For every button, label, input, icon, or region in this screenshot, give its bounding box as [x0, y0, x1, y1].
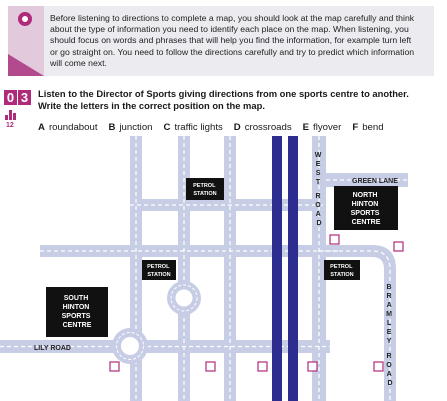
railway-track-1	[272, 136, 282, 401]
north-hinton-label: NORTH	[353, 192, 378, 199]
track-number: 12	[6, 122, 14, 129]
south-hinton-sports-centre	[46, 287, 108, 337]
west-road-letter: W	[315, 152, 322, 159]
bramley-road-letter: Y	[387, 338, 392, 345]
tip-box: Before listening to directions to comple…	[8, 6, 434, 76]
west-road-letter: T	[316, 179, 321, 186]
north-hinton-sports-centre	[334, 186, 398, 230]
petrol-station-3	[324, 260, 360, 280]
railway-track-2	[288, 136, 298, 401]
svg-text:PETROL STATION: PETROL STATION	[147, 264, 171, 278]
answer-box-4[interactable]	[205, 361, 216, 372]
map: PETROL STATION PETROL STATION PETROL STA…	[0, 136, 408, 401]
instruction-line: Write the letters in the correct positio…	[38, 99, 265, 111]
bramley-road-letter: O	[386, 362, 392, 369]
svg-text:PETROL STATION: PETROL STATION	[330, 264, 354, 278]
answer-box-7[interactable]	[373, 361, 384, 372]
green-lane-label: GREEN LANE	[352, 178, 398, 185]
bramley-road-letter: A	[387, 371, 392, 378]
bramley-road-bend	[318, 245, 396, 401]
audio-track-icon[interactable]	[5, 110, 17, 120]
petrol-station-2	[142, 260, 176, 280]
south-hinton-label: SPORTS	[62, 313, 91, 320]
north-hinton-label: HINTON	[352, 201, 379, 208]
answer-box-3[interactable]	[109, 361, 120, 372]
svg-text:B R A M: B R A M L E Y R O A D	[386, 284, 394, 387]
petrol-station-1	[186, 178, 224, 200]
south-hinton-label: CENTRE	[63, 322, 92, 329]
tip-line: will come next.	[50, 57, 107, 68]
roundabout-2	[112, 328, 148, 364]
instructions: Listen to the Director of Sports giving …	[38, 88, 438, 111]
west-road-letter: E	[316, 161, 321, 168]
answer-box-2[interactable]	[393, 241, 404, 252]
west-road-letter: S	[316, 170, 321, 177]
tip-line: should focus on words and phrases that w…	[50, 35, 412, 46]
road-labels: GREEN LANE LILY ROAD W E S T R O A D B R…	[34, 152, 398, 387]
north-hinton-label: SPORTS	[351, 210, 380, 217]
petrol-station-1-label: STATION	[193, 191, 216, 197]
petrol-station-2-label: STATION	[147, 272, 170, 278]
tip-line: Before listening to directions to comple…	[50, 13, 415, 23]
svg-text:NORTH HINTON SPORT: NORTH HINTON SPORTS CENTRE	[351, 192, 382, 226]
south-hinton-label: SOUTH	[64, 295, 89, 302]
lily-road-label: LILY ROAD	[34, 345, 71, 352]
answer-boxes[interactable]	[109, 234, 404, 372]
west-road-letter: O	[315, 202, 321, 209]
tip-text: Before listening to directions to comple…	[50, 13, 428, 69]
lily-road	[0, 340, 330, 353]
exercise-number-digit: 0	[4, 90, 17, 105]
petrol-station-1-label: PETROL	[193, 183, 216, 189]
bramley-road-letter: E	[387, 329, 392, 336]
buildings: PETROL STATION PETROL STATION PETROL STA…	[46, 178, 398, 337]
bramley-road-letter: M	[386, 311, 392, 318]
green-lane	[326, 173, 408, 187]
svg-text:PETROL STATION: PETROL STATION	[193, 183, 217, 197]
svg-text:W E S T: W E S T R O A D	[315, 152, 324, 227]
south-hinton-label: HINTON	[63, 304, 90, 311]
bramley-road-letter: R	[386, 293, 391, 300]
svg-text:SOUTH HINTON SPORT: SOUTH HINTON SPORTS CENTRE	[62, 295, 93, 329]
bramley-road-letter: A	[387, 302, 392, 309]
west-road-letter: A	[316, 211, 321, 218]
bramley-road-letter: B	[386, 284, 391, 291]
west-road-letter: R	[315, 193, 320, 200]
roundabout-1	[167, 281, 201, 315]
west-road-letter: D	[316, 220, 321, 227]
petrol-station-3-label: STATION	[330, 272, 353, 278]
target-icon	[18, 12, 32, 26]
north-hinton-label: CENTRE	[352, 219, 381, 226]
bramley-road-letter: D	[387, 380, 392, 387]
railway	[272, 136, 298, 401]
exercise-number: 0 3	[4, 90, 32, 105]
exercise-number-digit: 3	[18, 90, 31, 105]
tip-corner	[8, 54, 44, 76]
tip-line: about the type of information you need t…	[50, 24, 409, 35]
tip-line: or go straight on. You need to follow th…	[50, 46, 415, 57]
answer-box-1[interactable]	[329, 234, 340, 245]
answer-box-5[interactable]	[257, 361, 268, 372]
bramley-road-letter: R	[386, 353, 391, 360]
petrol-station-3-label: PETROL	[330, 264, 353, 270]
answer-box-6[interactable]	[307, 361, 318, 372]
bramley-road-letter: L	[387, 320, 392, 327]
instruction-line: Listen to the Director of Sports giving …	[38, 88, 409, 99]
petrol-station-2-label: PETROL	[147, 264, 170, 270]
